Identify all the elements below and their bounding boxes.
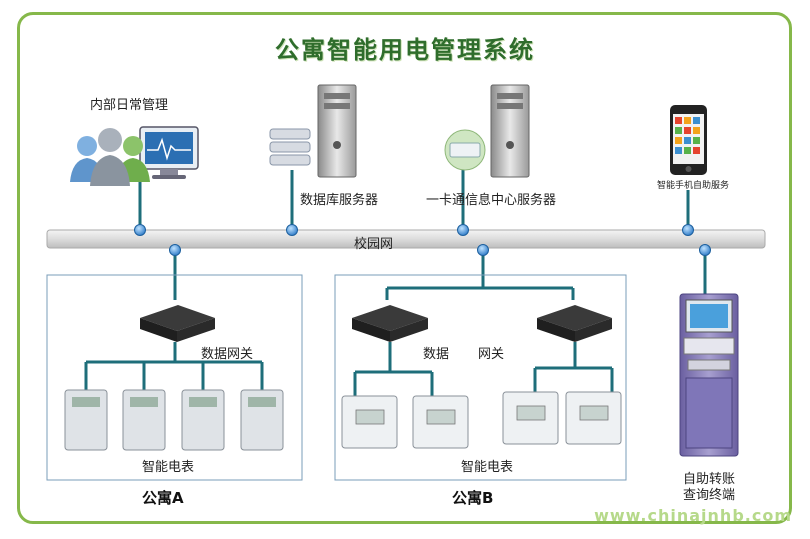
label-apartment-a: 公寓A — [142, 489, 184, 507]
gateway-b1-device — [352, 305, 428, 342]
label-meters-b: 智能电表 — [461, 460, 514, 475]
kiosk-terminal-icon — [679, 293, 739, 457]
apartment-a-wires — [84, 342, 264, 390]
campus-network-bar — [46, 229, 766, 249]
label-gateway-a: 数据网关 — [201, 347, 254, 362]
network-nodes — [134, 224, 711, 256]
label-gateway-b-part2: 网关 — [478, 347, 505, 362]
diagram-title: 公寓智能用电管理系统 — [275, 36, 535, 64]
label-campus-network: 校园网 — [354, 237, 394, 252]
database-server-icon — [269, 84, 357, 178]
smartphone-icon — [670, 105, 707, 175]
apartment-a-box — [46, 274, 303, 481]
smart-meter-b-screens — [355, 405, 609, 425]
smart-meter-a-screens — [72, 397, 276, 407]
label-kiosk-line2: 查询终端 — [683, 488, 736, 503]
label-meters-a: 智能电表 — [142, 460, 195, 475]
apartment-b-wires — [353, 342, 614, 398]
apartment-b-box — [334, 274, 627, 481]
label-gateway-b-part1: 数据 — [423, 347, 450, 362]
card-center-server-icon — [444, 84, 530, 178]
label-mobile-self-service: 智能手机自助服务 — [657, 181, 730, 191]
label-internal-management: 内部日常管理 — [90, 98, 169, 113]
label-database-server: 数据库服务器 — [300, 193, 379, 208]
gateway-a-device — [140, 305, 215, 342]
label-kiosk-line1: 自助转账 — [683, 472, 736, 487]
watermark-text: www.chinajnhb.com — [594, 506, 792, 525]
people-monitor-icon — [70, 126, 199, 186]
label-card-center-server: 一卡通信息中心服务器 — [426, 193, 557, 208]
gateway-b2-device — [537, 305, 612, 342]
label-apartment-b: 公寓B — [452, 489, 494, 507]
